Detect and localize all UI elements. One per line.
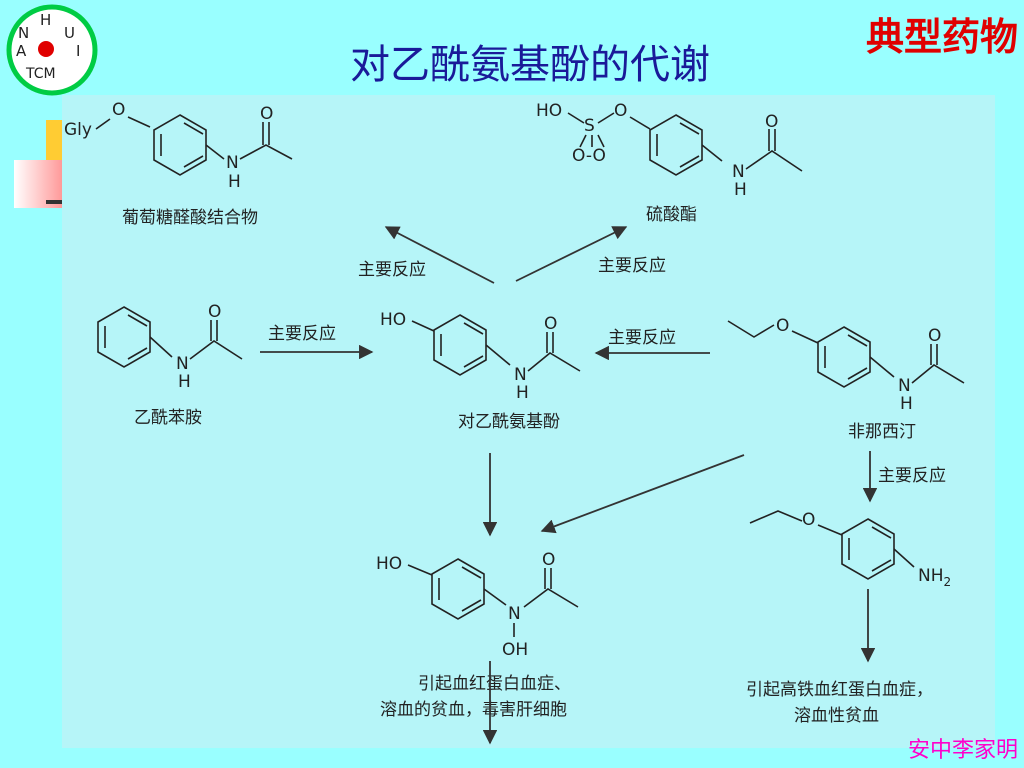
atom-carbonyl-o: O [765,112,778,132]
atom-n: N [732,162,745,182]
metabolism-diagram: Gly O N H O 葡萄糖醛酸结合物 HO S O-O O N H O 硫酸… [64,100,965,745]
bond-ring-nh2 [893,548,915,568]
label-glucuronide: 葡萄糖醛酸结合物 [122,208,258,228]
bond-o-ring [791,330,819,344]
atom-n: N [176,354,189,374]
compound-acetanilide: N H O 乙酰苯胺 [97,302,243,428]
bond-ring-n [483,588,507,606]
arrow-label-acetanilide: 主要反应 [268,324,336,344]
logo-red-dot [38,41,54,57]
bond-ring-n [485,344,511,366]
effect-n-hydroxy-line1: 引起血红蛋白血症、 [418,674,571,694]
bond-ring-n [701,144,723,162]
logo-letter-n: N [18,24,29,42]
acetyl-group [189,320,243,360]
atom-ho: HO [536,101,562,121]
atom-h: H [228,172,241,192]
compound-glucuronide: Gly O N H O 葡萄糖醛酸结合物 [64,100,293,228]
benzene-ring [817,326,871,388]
atom-nh2: NH2 [918,566,951,589]
atom-h: H [516,383,529,403]
logo-letter-u: U [64,24,75,42]
benzene-ring [433,314,487,376]
bond-ho-ring [407,564,433,576]
atom-carbonyl-o: O [928,326,941,346]
bond-o-ring [817,524,843,536]
atom-oh: OH [502,640,528,660]
decorative-yellow-bar [46,120,64,168]
logo-letter-h: H [40,11,51,29]
arrow-label-phenacetin: 主要反应 [608,328,676,348]
atom-o: O [802,510,815,530]
compound-sulfate: HO S O-O O N H O 硫酸酯 [536,101,803,225]
hui-tcm-logo: H N U A I TCM [6,4,98,96]
atom-o: O [614,101,627,121]
acetyl-group [523,568,579,608]
bond-s-oxo [579,134,605,148]
arrow-to-glucuronide [384,226,495,284]
bond-ring-n [205,144,225,160]
atom-o: O [776,316,789,336]
atom-ho: HO [380,310,406,330]
compound-phenetidine: O NH2 引起高铁血红蛋白血症， 溶血性贫血 [746,510,951,726]
bond-s [567,112,615,124]
ethyl-group [727,320,775,338]
slide-author: 安中李家明 [907,738,1018,763]
bond-gly-o [95,116,151,130]
benzene-ring [841,518,895,580]
atom-o: O [112,100,125,120]
atom-h: H [178,372,191,392]
acetyl-group [745,129,803,172]
label-phenacetin: 非那西汀 [848,422,916,442]
arrow-phenacetin-to-n-hydroxy [540,454,745,534]
logo-letter-a: A [16,42,27,60]
ethyl-group [749,510,803,524]
compound-n-hydroxy: HO N OH O 引起血红蛋白血症、 溶血的贫血，毒害肝细胞 [376,550,579,720]
benzene-ring [649,114,703,176]
atom-carbonyl-o: O [208,302,221,322]
compound-paracetamol: HO N H O 对乙酰氨基酚 [380,310,581,432]
atom-n: N [898,376,911,396]
atom-carbonyl-o: O [544,314,557,334]
arrow-to-sulfate [515,226,628,282]
label-sulfate: 硫酸酯 [646,205,697,225]
logo-letter-i: I [76,42,80,60]
acetyl-group [911,344,965,384]
atom-n: N [514,365,527,385]
logo-letters-tcm: TCM [25,66,56,82]
slide-title: 对乙酰氨基酚的代谢 [350,42,710,88]
atom-ho: HO [376,554,402,574]
compound-phenacetin: O N H O 非那西汀 [727,316,965,442]
bond-ho-ring [411,320,435,332]
benzene-ring [431,558,485,620]
effect-n-hydroxy-line2: 溶血的贫血，毒害肝细胞 [380,700,567,720]
effect-phenetidine-line2: 溶血性贫血 [794,706,879,726]
label-acetanilide: 乙酰苯胺 [134,408,202,428]
acetyl-group [239,122,293,160]
atom-s: S [584,116,595,136]
benzene-ring [153,114,207,176]
diagram-panel [62,95,995,748]
atom-n: N [508,604,521,624]
atom-h: H [900,394,913,414]
arrow-label-to-sulfate: 主要反应 [598,256,666,276]
atom-n: N [226,153,239,173]
label-paracetamol: 对乙酰氨基酚 [458,412,560,432]
arrow-label-to-glucuronide: 主要反应 [358,260,426,280]
atom-carbonyl-o: O [542,550,555,570]
benzene-ring [97,306,151,368]
atom-h: H [734,180,747,200]
acetyl-group [527,332,581,372]
atom-so-o: O-O [572,146,606,166]
arrow-label-phenetidine: 主要反应 [878,466,946,486]
bond-o-ring [629,116,651,130]
decorative-dash [46,200,62,204]
bond-ring-n [149,336,173,358]
slide-tag: 典型药物 [865,14,1018,59]
atom-gly: Gly [64,120,92,140]
effect-phenetidine-line1: 引起高铁血红蛋白血症， [746,680,933,700]
bond-ring-n [869,356,895,378]
atom-carbonyl-o: O [260,104,273,124]
